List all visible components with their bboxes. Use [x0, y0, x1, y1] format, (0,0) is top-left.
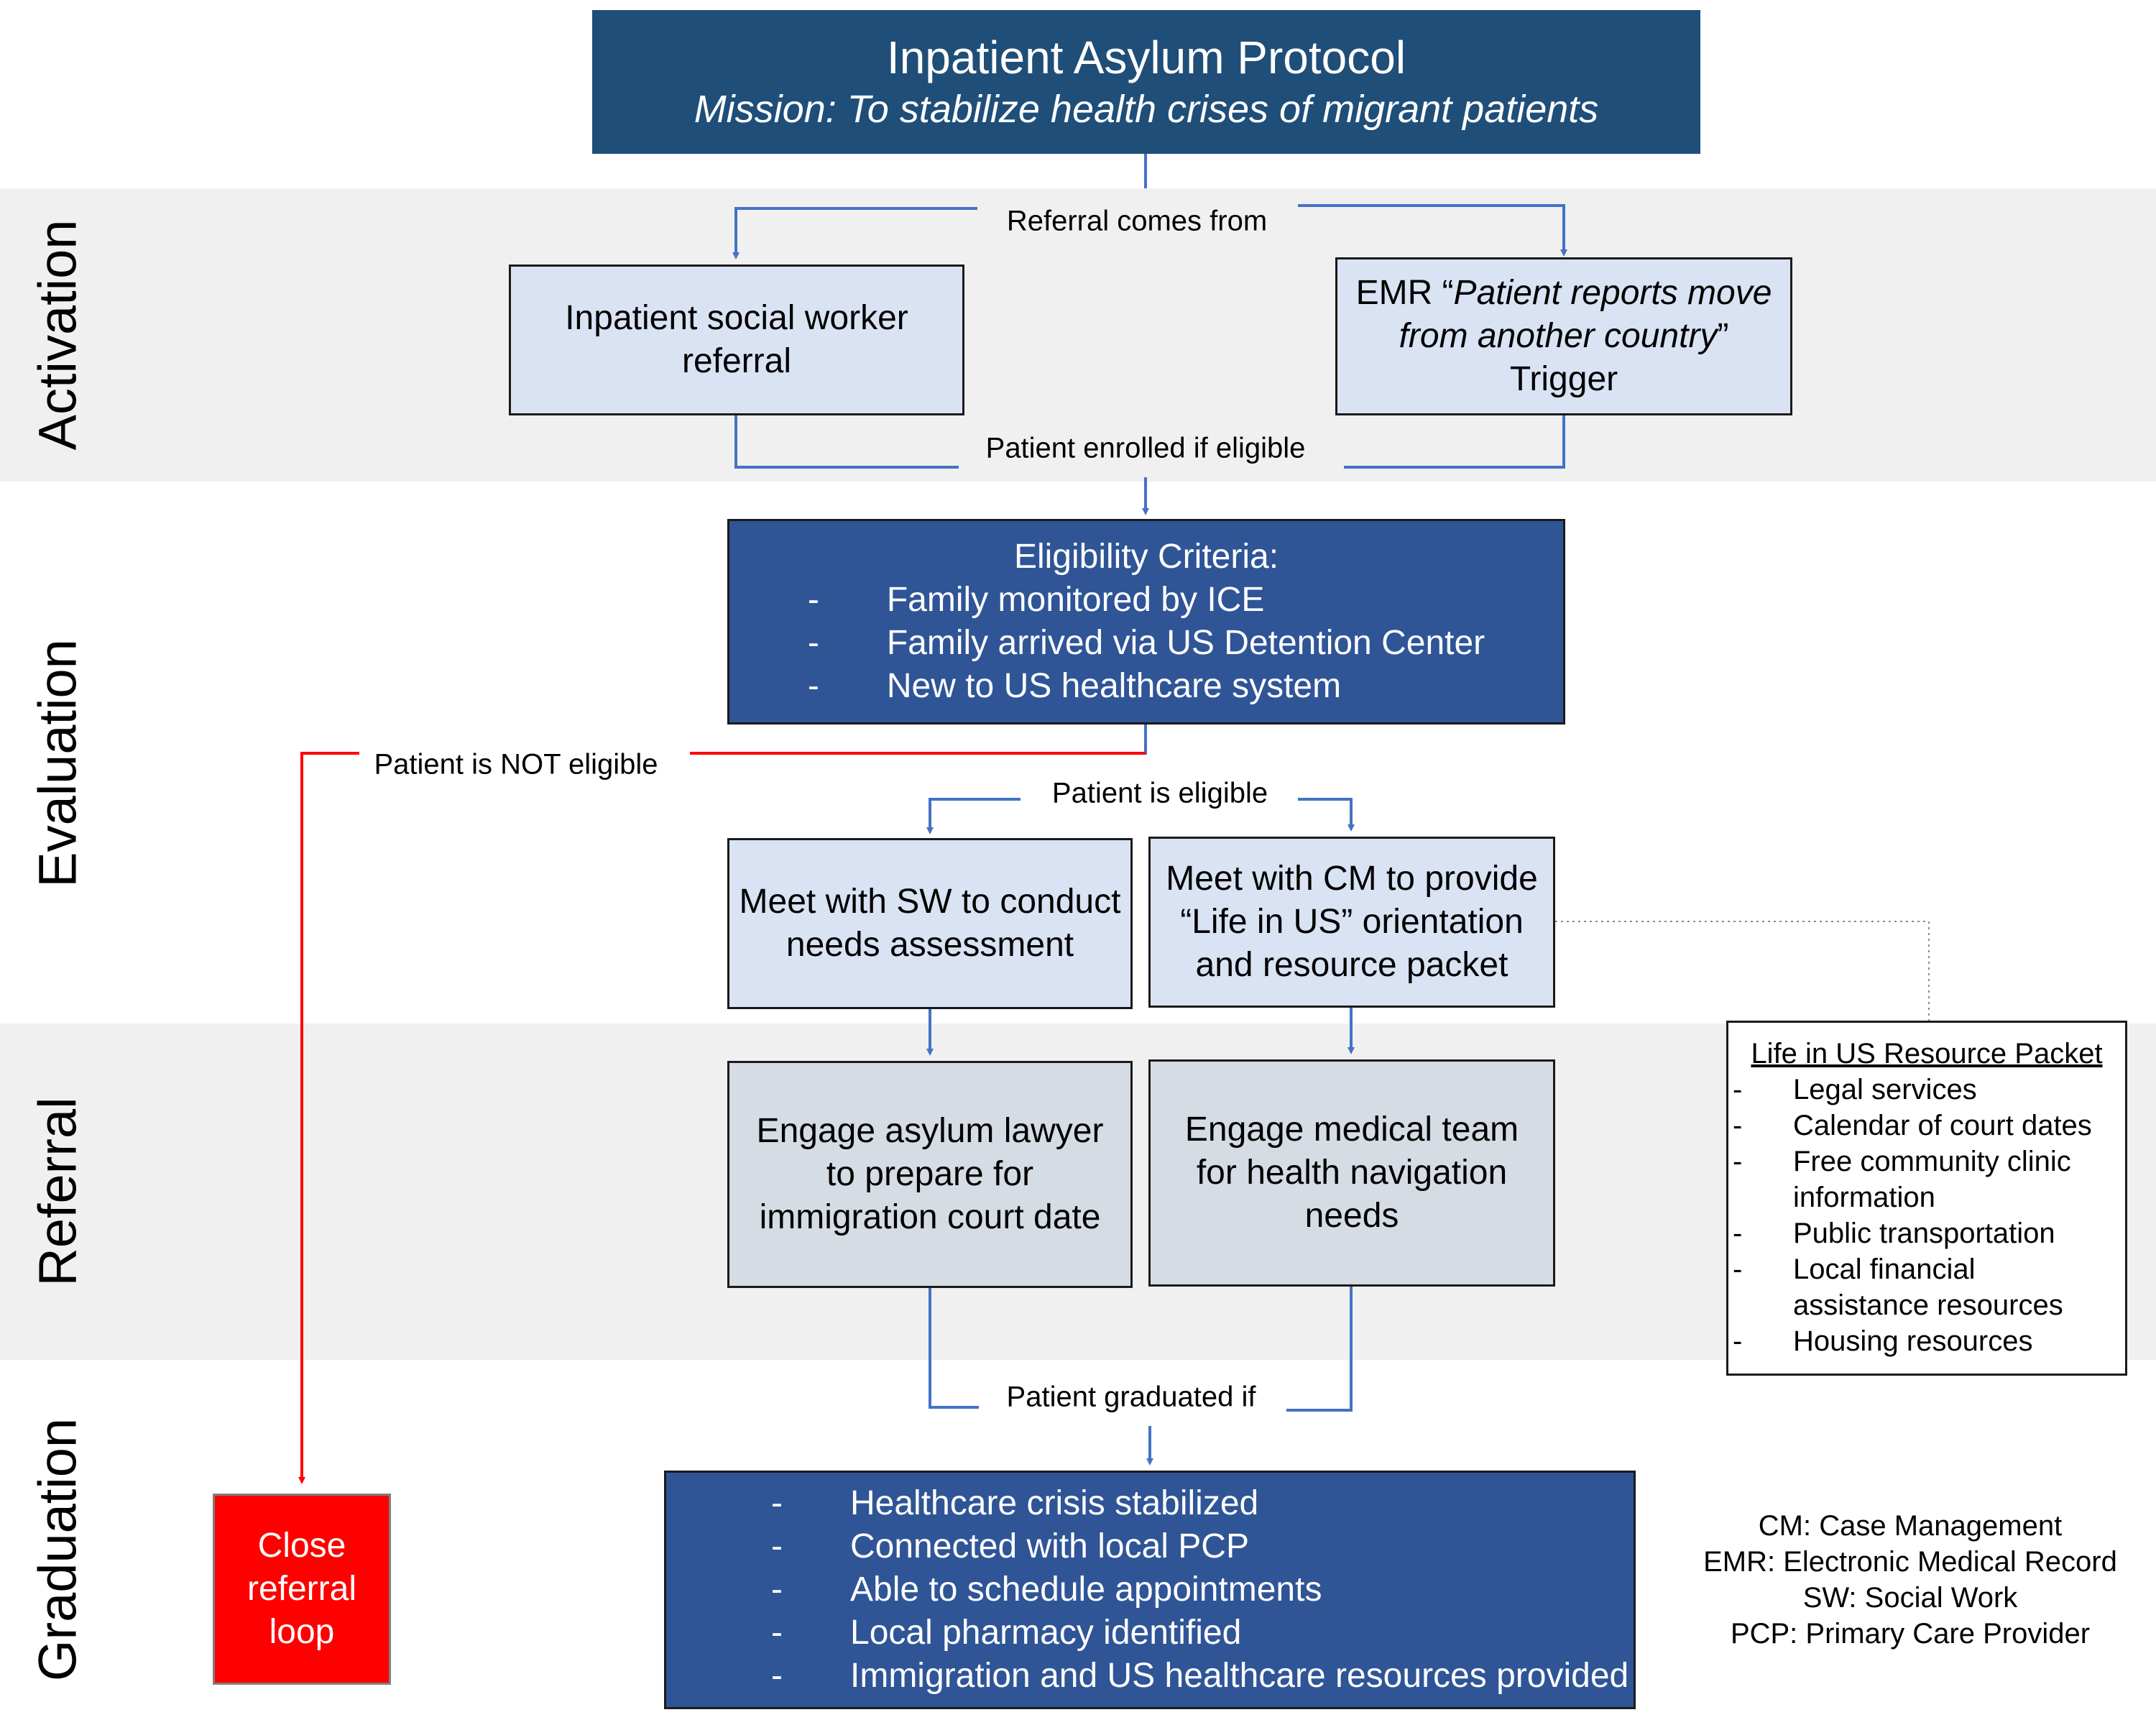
connector-to-sw [926, 798, 1021, 834]
eligibility-item: Family arrived via US Detention Center [808, 622, 1485, 665]
emr-trigger-text: EMR “Patient reports move from another c… [1345, 272, 1783, 358]
resource-packet-item: Free community clinic information [1733, 1144, 2111, 1215]
eligibility-list: Family monitored by ICE Family arrived v… [808, 579, 1485, 708]
connector-from-social-worker [734, 414, 959, 469]
legend-item: EMR: Electronic Medical Record [1703, 1546, 2117, 1578]
graduation-item: Connected with local PCP [771, 1525, 1628, 1568]
connector-to-emr [1298, 204, 1567, 257]
eligibility-content: Eligibility Criteria: Family monitored b… [808, 535, 1485, 708]
legend-item: CM: Case Management [1758, 1510, 2063, 1542]
connector-from-lawyer [929, 1288, 979, 1409]
referral-source-label: Referral comes from [996, 205, 1278, 238]
abbreviation-legend: CM: Case Management EMR: Electronic Medi… [1686, 1508, 2134, 1652]
graduation-list: Healthcare crisis stabilized Connected w… [771, 1482, 1628, 1698]
emr-trigger-box: EMR “Patient reports move from another c… [1335, 257, 1792, 415]
legend-item: PCP: Primary Care Provider [1730, 1618, 2091, 1650]
cm-orientation-text: Meet with CM to provide “Life in US” ori… [1166, 860, 1538, 984]
graduation-item: Able to schedule appointments [771, 1568, 1628, 1611]
connector-to-cm [1298, 798, 1355, 832]
resource-packet-item: Public transportation [1733, 1215, 2111, 1251]
emr-quote: Patient reports move from another countr… [1399, 274, 1772, 355]
connector-from-emr [1344, 414, 1565, 469]
resource-packet-item: Local financial assistance resources [1733, 1251, 2111, 1323]
not-eligible-label: Patient is NOT eligible [364, 748, 668, 781]
emr-prefix: EMR “ [1355, 274, 1454, 312]
emr-trigger-word: Trigger [1509, 360, 1618, 398]
asylum-lawyer-box: Engage asylum lawyer to prepare for immi… [727, 1061, 1133, 1288]
eligibility-item: New to US healthcare system [808, 665, 1485, 708]
resource-packet-title: Life in US Resource Packet [1751, 1038, 2103, 1070]
cm-orientation-box: Meet with CM to provide “Life in US” ori… [1148, 837, 1555, 1008]
connector-not-eligible [302, 752, 1146, 1481]
resource-packet-box: Life in US Resource Packet Legal service… [1726, 1021, 2127, 1376]
sw-needs-assessment-box: Meet with SW to conduct needs assessment [727, 838, 1133, 1009]
resource-packet-list: Legal services Calendar of court dates F… [1733, 1072, 2111, 1359]
resource-packet-item: Legal services [1733, 1072, 2111, 1108]
connector-cm-to-packet [1555, 921, 1930, 1021]
emr-suffix: ” [1717, 317, 1729, 355]
enrolled-label: Patient enrolled if eligible [975, 432, 1316, 465]
eligible-label: Patient is eligible [1041, 777, 1279, 810]
eligibility-item: Family monitored by ICE [808, 579, 1485, 622]
asylum-lawyer-text: Engage asylum lawyer to prepare for immi… [756, 1112, 1104, 1236]
graduation-item: Local pharmacy identified [771, 1611, 1628, 1655]
graduation-item: Immigration and US healthcare resources … [771, 1655, 1628, 1698]
eligibility-criteria-box: Eligibility Criteria: Family monitored b… [727, 519, 1565, 724]
resource-packet-item: Calendar of court dates [1733, 1108, 2111, 1144]
connector-from-medical [1286, 1287, 1353, 1412]
page-title: Inpatient Asylum Protocol [886, 32, 1406, 83]
resource-packet-item: Housing resources [1733, 1323, 2111, 1359]
connector-to-social-worker [732, 207, 977, 259]
social-worker-referral-text: Inpatient social worker referral [565, 299, 908, 380]
title-box: Inpatient Asylum Protocol Mission: To st… [592, 10, 1700, 154]
mission-statement: Mission: To stabilize health crises of m… [694, 88, 1599, 131]
eligibility-title: Eligibility Criteria: [1013, 538, 1279, 576]
sw-needs-assessment-text: Meet with SW to conduct needs assessment [739, 883, 1121, 964]
social-worker-referral-box: Inpatient social worker referral [509, 264, 964, 415]
graduation-item: Healthcare crisis stabilized [771, 1482, 1628, 1525]
close-referral-loop-text: Close referral loop [247, 1527, 357, 1651]
medical-team-box: Engage medical team for health navigatio… [1148, 1059, 1555, 1287]
graduation-criteria-box: Healthcare crisis stabilized Connected w… [664, 1471, 1636, 1709]
close-referral-loop-box: Close referral loop [213, 1494, 391, 1685]
legend-item: SW: Social Work [1802, 1582, 2018, 1614]
graduated-label: Patient graduated if [996, 1381, 1266, 1414]
medical-team-text: Engage medical team for health navigatio… [1184, 1110, 1519, 1235]
